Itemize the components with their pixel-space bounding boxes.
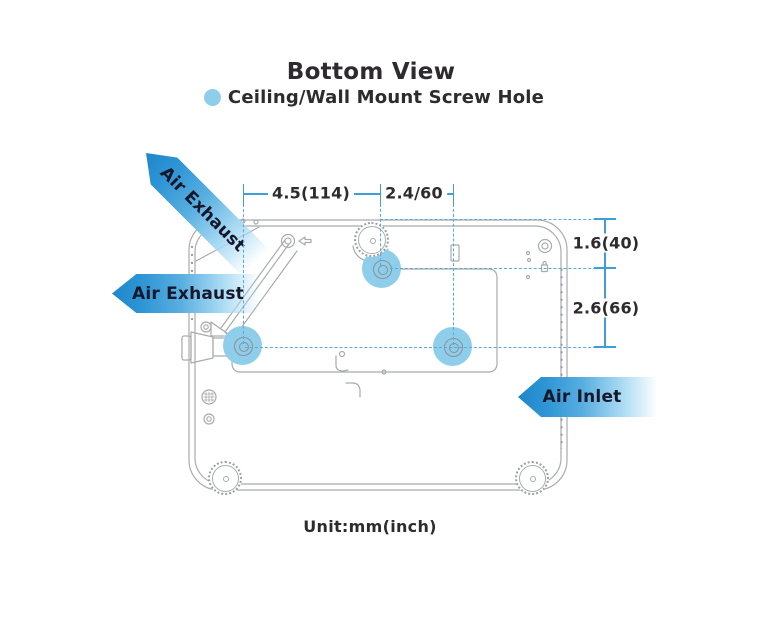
- construction-line: [390, 268, 616, 269]
- corner-mark: [346, 383, 360, 397]
- construction-line: [380, 218, 616, 220]
- screw-icon: [282, 235, 295, 248]
- screw-icon: [201, 322, 211, 332]
- right-vent-holes: [557, 266, 566, 449]
- speaker-grille-icon: [202, 390, 216, 404]
- dimension-tick: [594, 218, 616, 220]
- legend: Ceiling/Wall Mount Screw Hole: [0, 87, 748, 108]
- dimension-tick: [452, 183, 454, 205]
- screw-icon: [204, 414, 214, 424]
- mount-screw-icon: [444, 338, 463, 357]
- dimension-label: 4.5(114): [268, 183, 354, 203]
- left-arrow-icon: [299, 237, 311, 245]
- vent-strip-line: [233, 251, 297, 339]
- corner-mark: [336, 356, 348, 371]
- lens-barrel-cap: [182, 336, 191, 360]
- dimension-tick: [594, 346, 616, 348]
- screw-icon: [539, 240, 552, 253]
- air-inlet-label: Air Inlet: [542, 387, 622, 407]
- adjustable-foot-gear: [208, 461, 242, 495]
- lock-shackle: [543, 262, 546, 265]
- legend-label: Ceiling/Wall Mount Screw Hole: [227, 87, 545, 108]
- construction-line: [242, 204, 244, 344]
- access-panel-outline: [232, 269, 497, 372]
- dimension-tick: [242, 183, 244, 205]
- mount-screw-icon: [373, 260, 392, 279]
- dimension-label: 2.6(66): [568, 298, 644, 318]
- lens-barrel-body: [191, 332, 213, 363]
- air-exhaust-label: Air Exhaust: [132, 283, 244, 304]
- construction-line: [245, 346, 616, 348]
- dimension-line-right: [604, 219, 606, 347]
- dimension-tick: [379, 183, 381, 205]
- air-inlet-arrow: Air Inlet: [518, 377, 662, 417]
- dimension-label: 2.4/60: [381, 183, 447, 203]
- page-title: Bottom View: [286, 59, 456, 85]
- construction-line: [452, 204, 454, 345]
- adjustable-foot-gear: [354, 222, 389, 257]
- construction-line: [379, 204, 381, 266]
- dimension-label: 1.6(40): [568, 233, 644, 253]
- mount-slot: [451, 245, 459, 261]
- dimension-tick: [594, 267, 616, 269]
- screw-hole-legend-icon: [203, 89, 221, 106]
- body-outer-outline: [189, 220, 567, 490]
- air-exhaust-arrow-horizontal: Air Exhaust: [112, 274, 264, 313]
- adjustable-foot-gear: [515, 461, 549, 495]
- unit-note: Unit:mm(inch): [303, 517, 437, 536]
